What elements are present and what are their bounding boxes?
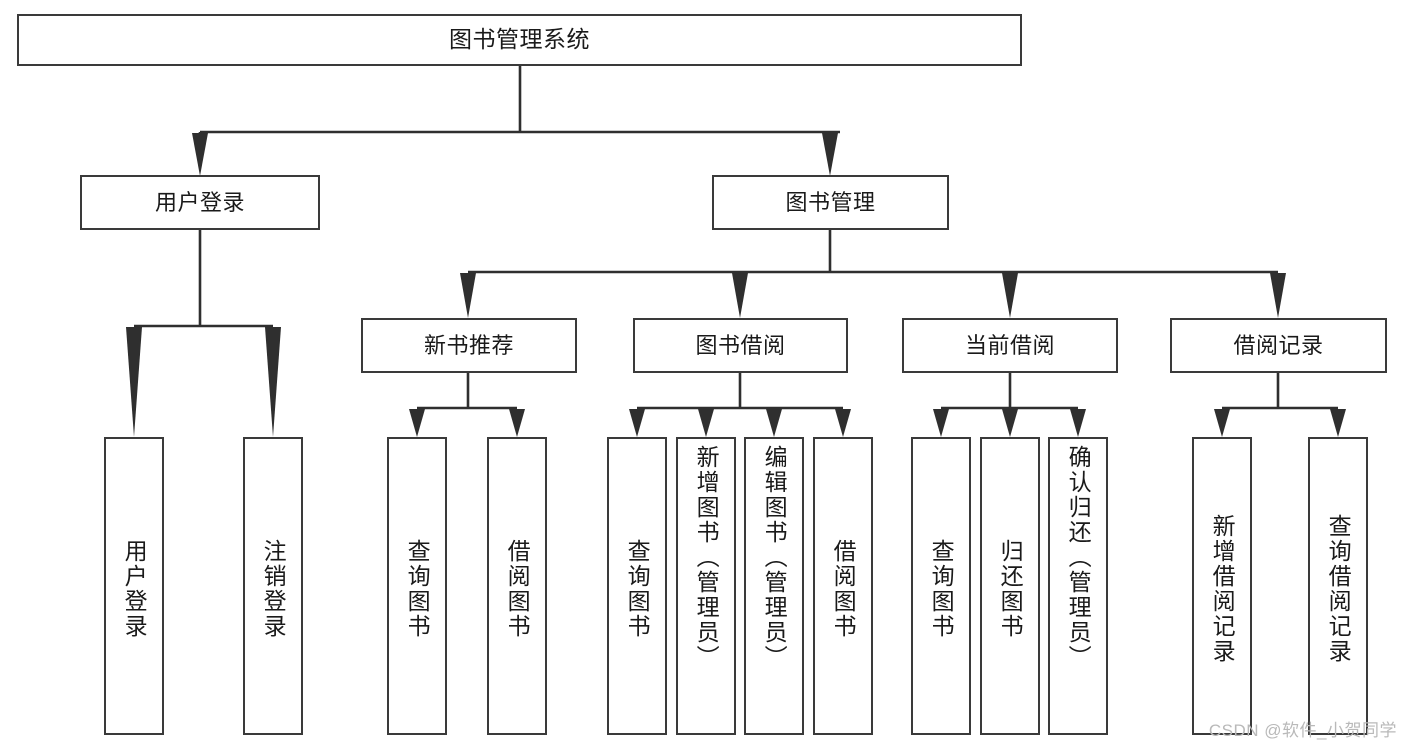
node-leaf-borrow-book-1[interactable]: 借阅图书	[487, 437, 547, 735]
node-user-login[interactable]: 用户登录	[80, 175, 320, 230]
node-leaf-borrow-book-2[interactable]: 借阅图书	[813, 437, 873, 735]
node-label-user-login: 用户登录	[154, 189, 245, 215]
node-leaf-user-login[interactable]: 用户登录	[104, 437, 164, 735]
node-label-leaf-edit-book: 编辑图书（管理员）	[761, 445, 788, 670]
node-leaf-confirm-return[interactable]: 确认归还（管理员）	[1048, 437, 1108, 735]
arrow-to-leaf-query-record	[1330, 409, 1346, 437]
node-label-leaf-query-book-2: 查询图书	[624, 539, 651, 639]
node-book-management[interactable]: 图书管理	[712, 175, 949, 230]
node-label-borrow-record: 借阅记录	[1233, 332, 1324, 358]
node-leaf-query-book-3[interactable]: 查询图书	[911, 437, 971, 735]
node-label-leaf-borrow-book-1: 借阅图书	[504, 539, 531, 639]
node-leaf-add-book[interactable]: 新增图书（管理员）	[676, 437, 736, 735]
arrow-to-leaf-query-book-2	[629, 409, 645, 437]
arrow-to-leaf-add-book	[698, 409, 714, 437]
arrow-to-leaf-query-book-3	[933, 409, 949, 437]
node-label-leaf-query-book-1: 查询图书	[404, 539, 431, 639]
node-new-book-recommend[interactable]: 新书推荐	[361, 318, 577, 373]
node-label-leaf-borrow-book-2: 借阅图书	[830, 539, 857, 639]
node-label-leaf-user-login: 用户登录	[121, 539, 148, 639]
node-label-root: 图书管理系统	[449, 26, 590, 53]
node-book-borrow[interactable]: 图书借阅	[633, 318, 848, 373]
arrow-to-leaf-borrow-book-1	[509, 409, 525, 437]
arrow-to-leaf-edit-book	[766, 409, 782, 437]
node-leaf-return-book[interactable]: 归还图书	[980, 437, 1040, 735]
node-label-book-borrow: 图书借阅	[695, 332, 786, 358]
node-leaf-add-record[interactable]: 新增借阅记录	[1192, 437, 1252, 735]
node-label-leaf-add-book: 新增图书（管理员）	[693, 445, 720, 670]
arrow-to-leaf-return-book	[1002, 409, 1018, 437]
node-label-leaf-query-record: 查询借阅记录	[1325, 514, 1352, 664]
csdn-watermark: CSDN @软件_小贺同学	[1208, 721, 1397, 740]
arrow-to-current-borrow	[1002, 273, 1018, 318]
node-label-book-management: 图书管理	[785, 189, 876, 215]
node-label-leaf-query-book-3: 查询图书	[928, 539, 955, 639]
node-leaf-edit-book[interactable]: 编辑图书（管理员）	[744, 437, 804, 735]
arrow-to-leaf-query-book-1	[409, 409, 425, 437]
node-label-leaf-add-record: 新增借阅记录	[1209, 514, 1236, 664]
arrow-to-leaf-user-login	[126, 327, 142, 437]
node-leaf-query-book-2[interactable]: 查询图书	[607, 437, 667, 735]
node-current-borrow[interactable]: 当前借阅	[902, 318, 1118, 373]
node-label-current-borrow: 当前借阅	[964, 332, 1055, 358]
arrow-to-leaf-add-record	[1214, 409, 1230, 437]
arrow-to-book-management	[822, 133, 838, 176]
arrow-to-borrow-record	[1270, 273, 1286, 318]
node-label-leaf-return-book: 归还图书	[997, 539, 1024, 639]
node-label-leaf-confirm-return: 确认归还（管理员）	[1065, 445, 1092, 670]
node-leaf-query-record[interactable]: 查询借阅记录	[1308, 437, 1368, 735]
arrow-to-leaf-borrow-book-2	[835, 409, 851, 437]
arrow-to-book-borrow	[732, 273, 748, 318]
arrow-to-user-login	[192, 133, 208, 176]
node-label-new-book-recommend: 新书推荐	[423, 332, 514, 358]
arrow-to-leaf-logout	[265, 327, 281, 437]
node-root-system[interactable]: 图书管理系统	[17, 14, 1022, 66]
node-leaf-logout[interactable]: 注销登录	[243, 437, 303, 735]
arrow-to-leaf-confirm-return	[1070, 409, 1086, 437]
node-label-leaf-logout: 注销登录	[260, 539, 287, 639]
node-leaf-query-book-1[interactable]: 查询图书	[387, 437, 447, 735]
node-borrow-record[interactable]: 借阅记录	[1170, 318, 1387, 373]
arrow-to-new-book-recommend	[460, 273, 476, 318]
